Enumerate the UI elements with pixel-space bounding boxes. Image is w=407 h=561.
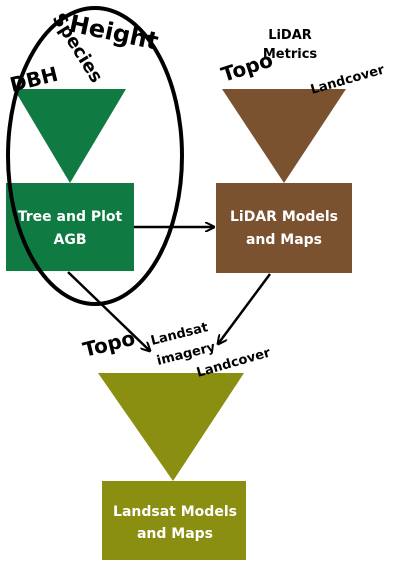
landsat-box-label-line1: Landsat Models [113, 504, 237, 520]
tree-plot-box [6, 183, 134, 271]
lidar-metrics-label-line1: LiDAR [268, 28, 312, 43]
lidar-metrics-label-line2: Metrics [263, 47, 318, 62]
lidar-box-label-line2: and Maps [246, 232, 322, 248]
lidar-funnel [222, 89, 346, 183]
lidar-box-label-line1: LiDAR Models [230, 209, 338, 225]
tree-plot-box-label-line2: AGB [54, 232, 87, 248]
landsat-box-label-line2: and Maps [137, 526, 213, 542]
tree-plot-box-label-line1: Tree and Plot [18, 209, 123, 225]
tree-plot-funnel [14, 89, 126, 183]
lidar-landcover-label: Landcover [309, 62, 387, 98]
lidar-box [216, 183, 352, 273]
lidar-topo-label: Topo [218, 48, 276, 87]
landsat-box [102, 481, 246, 560]
arrow-lidar-to-landsat [218, 273, 272, 344]
arrow-treeplot-to-landsat [67, 271, 150, 351]
highlight-ellipse [6, 6, 184, 306]
landsat-funnel [98, 373, 244, 481]
